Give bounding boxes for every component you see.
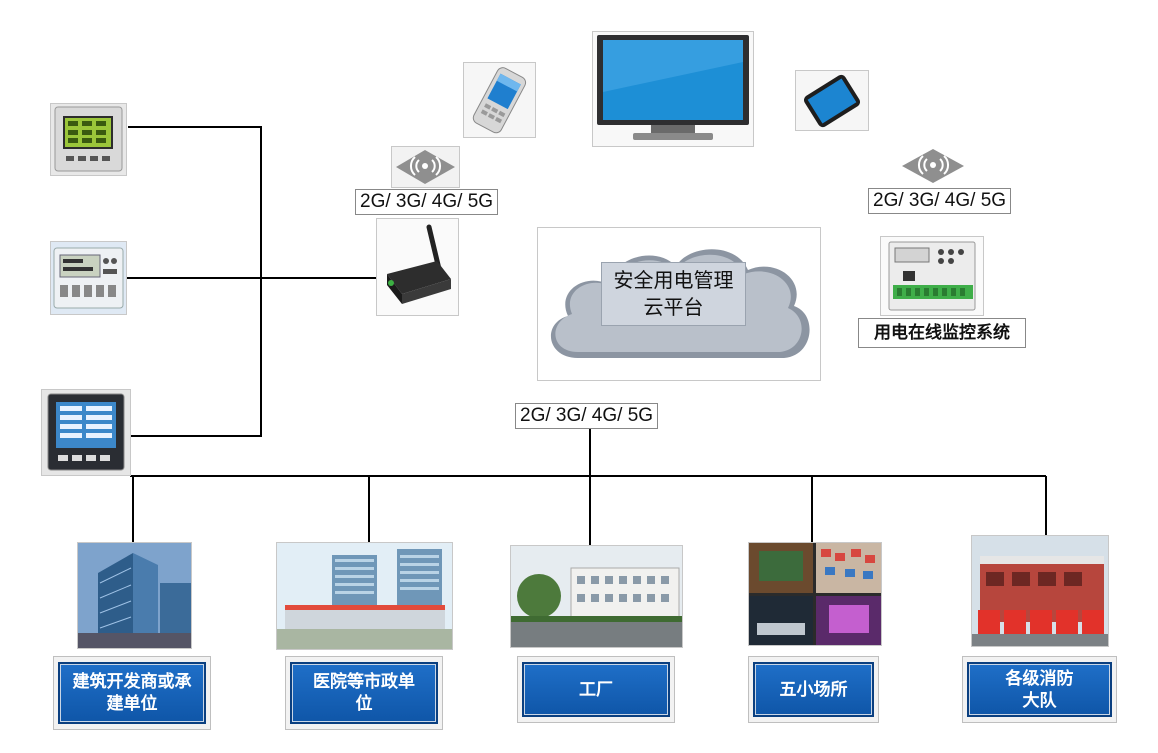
power-meter-1 [50,103,127,176]
power-meter-2 [50,241,127,315]
site-label-frame-5: 各级消防 大队 [962,656,1117,723]
site-photo-fire-brigade [971,535,1109,647]
site-photo-hospital [276,542,453,650]
power-meter-3 [41,389,131,476]
site-label-fire-brigade[interactable]: 各级消防 大队 [967,662,1112,717]
site-label-hospital[interactable]: 医院等市政单 位 [290,662,438,724]
site-label-factory[interactable]: 工厂 [522,662,670,717]
site-label-factory-line1: 工厂 [579,679,613,700]
site-label-frame-2: 医院等市政单 位 [285,656,443,730]
site-label-frame-1: 建筑开发商或承 建单位 [53,656,211,730]
site-label-small-venues-line1: 五小场所 [779,679,848,700]
site-photo-construction [77,542,192,649]
wireless-signal-icon-left [391,146,460,188]
monitoring-module-image [880,236,984,316]
site-label-frame-4: 五小场所 [748,656,879,723]
site-label-construction-line1: 建筑开发商或承 [72,672,192,692]
site-label-frame-3: 工厂 [517,656,675,723]
cloud-platform-label: 安全用电管理 云平台 [601,262,746,326]
monitoring-system-label: 用电在线监控系统 [858,318,1026,348]
site-photo-small-venues [748,542,882,646]
smartphone-icon [463,62,536,138]
network-label-left: 2G/ 3G/ 4G/ 5G [355,189,499,215]
site-photo-factory [510,545,683,648]
site-label-fire-brigade-line1: 各级消防 [1005,668,1074,689]
network-label-center: 2G/ 3G/ 4G/ 5G [515,403,659,429]
site-label-small-venues[interactable]: 五小场所 [753,662,874,717]
cloud-platform-line2: 云平台 [643,295,704,319]
network-label-right: 2G/ 3G/ 4G/ 5G [868,188,1012,214]
site-label-hospital-line2: 位 [355,694,373,714]
site-label-hospital-line1: 医院等市政单 [313,672,415,692]
wireless-gateway-icon [376,218,459,316]
monitor-icon [592,31,754,147]
site-label-fire-brigade-line2: 大队 [1022,690,1057,711]
tablet-icon [795,70,869,131]
site-label-construction[interactable]: 建筑开发商或承 建单位 [58,662,206,724]
site-label-construction-line2: 建单位 [106,694,158,714]
wireless-signal-icon-right [898,147,968,185]
cloud-platform-line1: 安全用电管理 [613,268,734,292]
